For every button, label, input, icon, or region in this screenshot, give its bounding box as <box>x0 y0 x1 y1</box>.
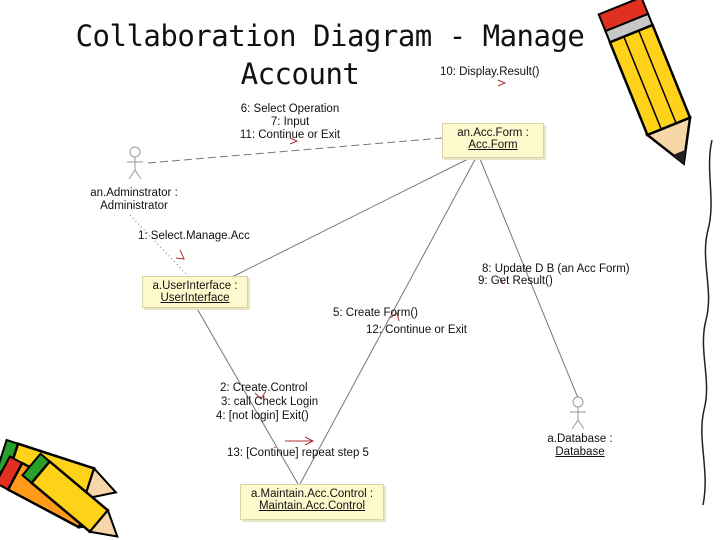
object-acc-form[interactable]: an.Acc.Form : Acc.Form <box>442 123 544 158</box>
database-actor-icon <box>570 396 586 430</box>
message-10: 10: Display.Result() <box>440 66 540 78</box>
link-administrator-accform <box>147 137 443 164</box>
object-user-interface-type: UserInterface <box>160 292 230 304</box>
object-database-label: a.Database : Database <box>540 433 620 459</box>
actor-administrator-name: an.Adminstrator : <box>90 187 178 199</box>
object-acc-form-type: Acc.Form <box>468 139 518 151</box>
message-5: 5: Create Form() <box>333 307 418 319</box>
object-user-interface[interactable]: a.UserInterface : UserInterface <box>142 276 248 308</box>
message-2: 2: Create.Control <box>220 382 308 394</box>
administrator-actor-icon <box>127 146 143 180</box>
link-accform-userinterface <box>229 153 479 279</box>
message-7: 7: Input <box>270 116 310 128</box>
pencil-clipart-bottom-left <box>0 438 119 538</box>
message-group-6-7-11: 6: Select Operation 7: Input 11: Continu… <box>235 103 345 142</box>
link-accform-database <box>477 153 579 399</box>
message-6: 6: Select Operation <box>240 103 340 115</box>
decorative-border-squiggle <box>701 139 713 506</box>
arrow-msg-10 <box>497 79 507 87</box>
link-administrator-userinterface <box>129 214 191 279</box>
message-8: 8: Update D B (an Acc Form) <box>482 263 630 275</box>
link-userinterface-maintaincontrol <box>194 304 299 485</box>
object-database-name: a.Database : <box>547 433 613 445</box>
diagram-title-line-2: Account <box>240 57 360 91</box>
object-acc-form-name: an.Acc.Form : <box>457 127 529 139</box>
message-11: 11: Continue or Exit <box>239 129 341 141</box>
pencil-clipart-top-right <box>597 0 692 166</box>
diagram-title-line-1: Collaboration Diagram - Manage <box>75 19 585 53</box>
message-4: 4: [not login] Exit() <box>216 410 309 422</box>
message-3: 3: call Check Login <box>221 396 319 408</box>
actor-administrator-label: an.Adminstrator : Administrator <box>82 187 186 213</box>
arrow-msg-6-7-11 <box>289 137 299 145</box>
message-1: 1: Select.Manage.Acc <box>138 230 250 242</box>
actor-administrator-type: Administrator <box>100 200 168 212</box>
object-database-type: Database <box>555 446 605 458</box>
object-maintain-acc-control[interactable]: a.Maintain.Acc.Control : Maintain.Acc.Co… <box>240 484 384 520</box>
object-maintain-acc-control-name: a.Maintain.Acc.Control : <box>250 488 374 500</box>
object-maintain-acc-control-type: Maintain.Acc.Control <box>258 500 366 512</box>
arrow-msg-1 <box>175 249 185 260</box>
object-user-interface-name: a.UserInterface : <box>152 280 238 292</box>
message-13: 13: [Continue] repeat step 5 <box>227 447 369 459</box>
arrow-msg-5-12 <box>389 312 400 322</box>
message-12: 12: Continue or Exit <box>366 324 468 336</box>
arrow-msg-2-3-4 <box>254 390 267 400</box>
link-accform-maintaincontrol <box>299 153 479 485</box>
message-9: 9: Get Result() <box>478 275 553 287</box>
arrow-msg-13 <box>304 436 315 446</box>
